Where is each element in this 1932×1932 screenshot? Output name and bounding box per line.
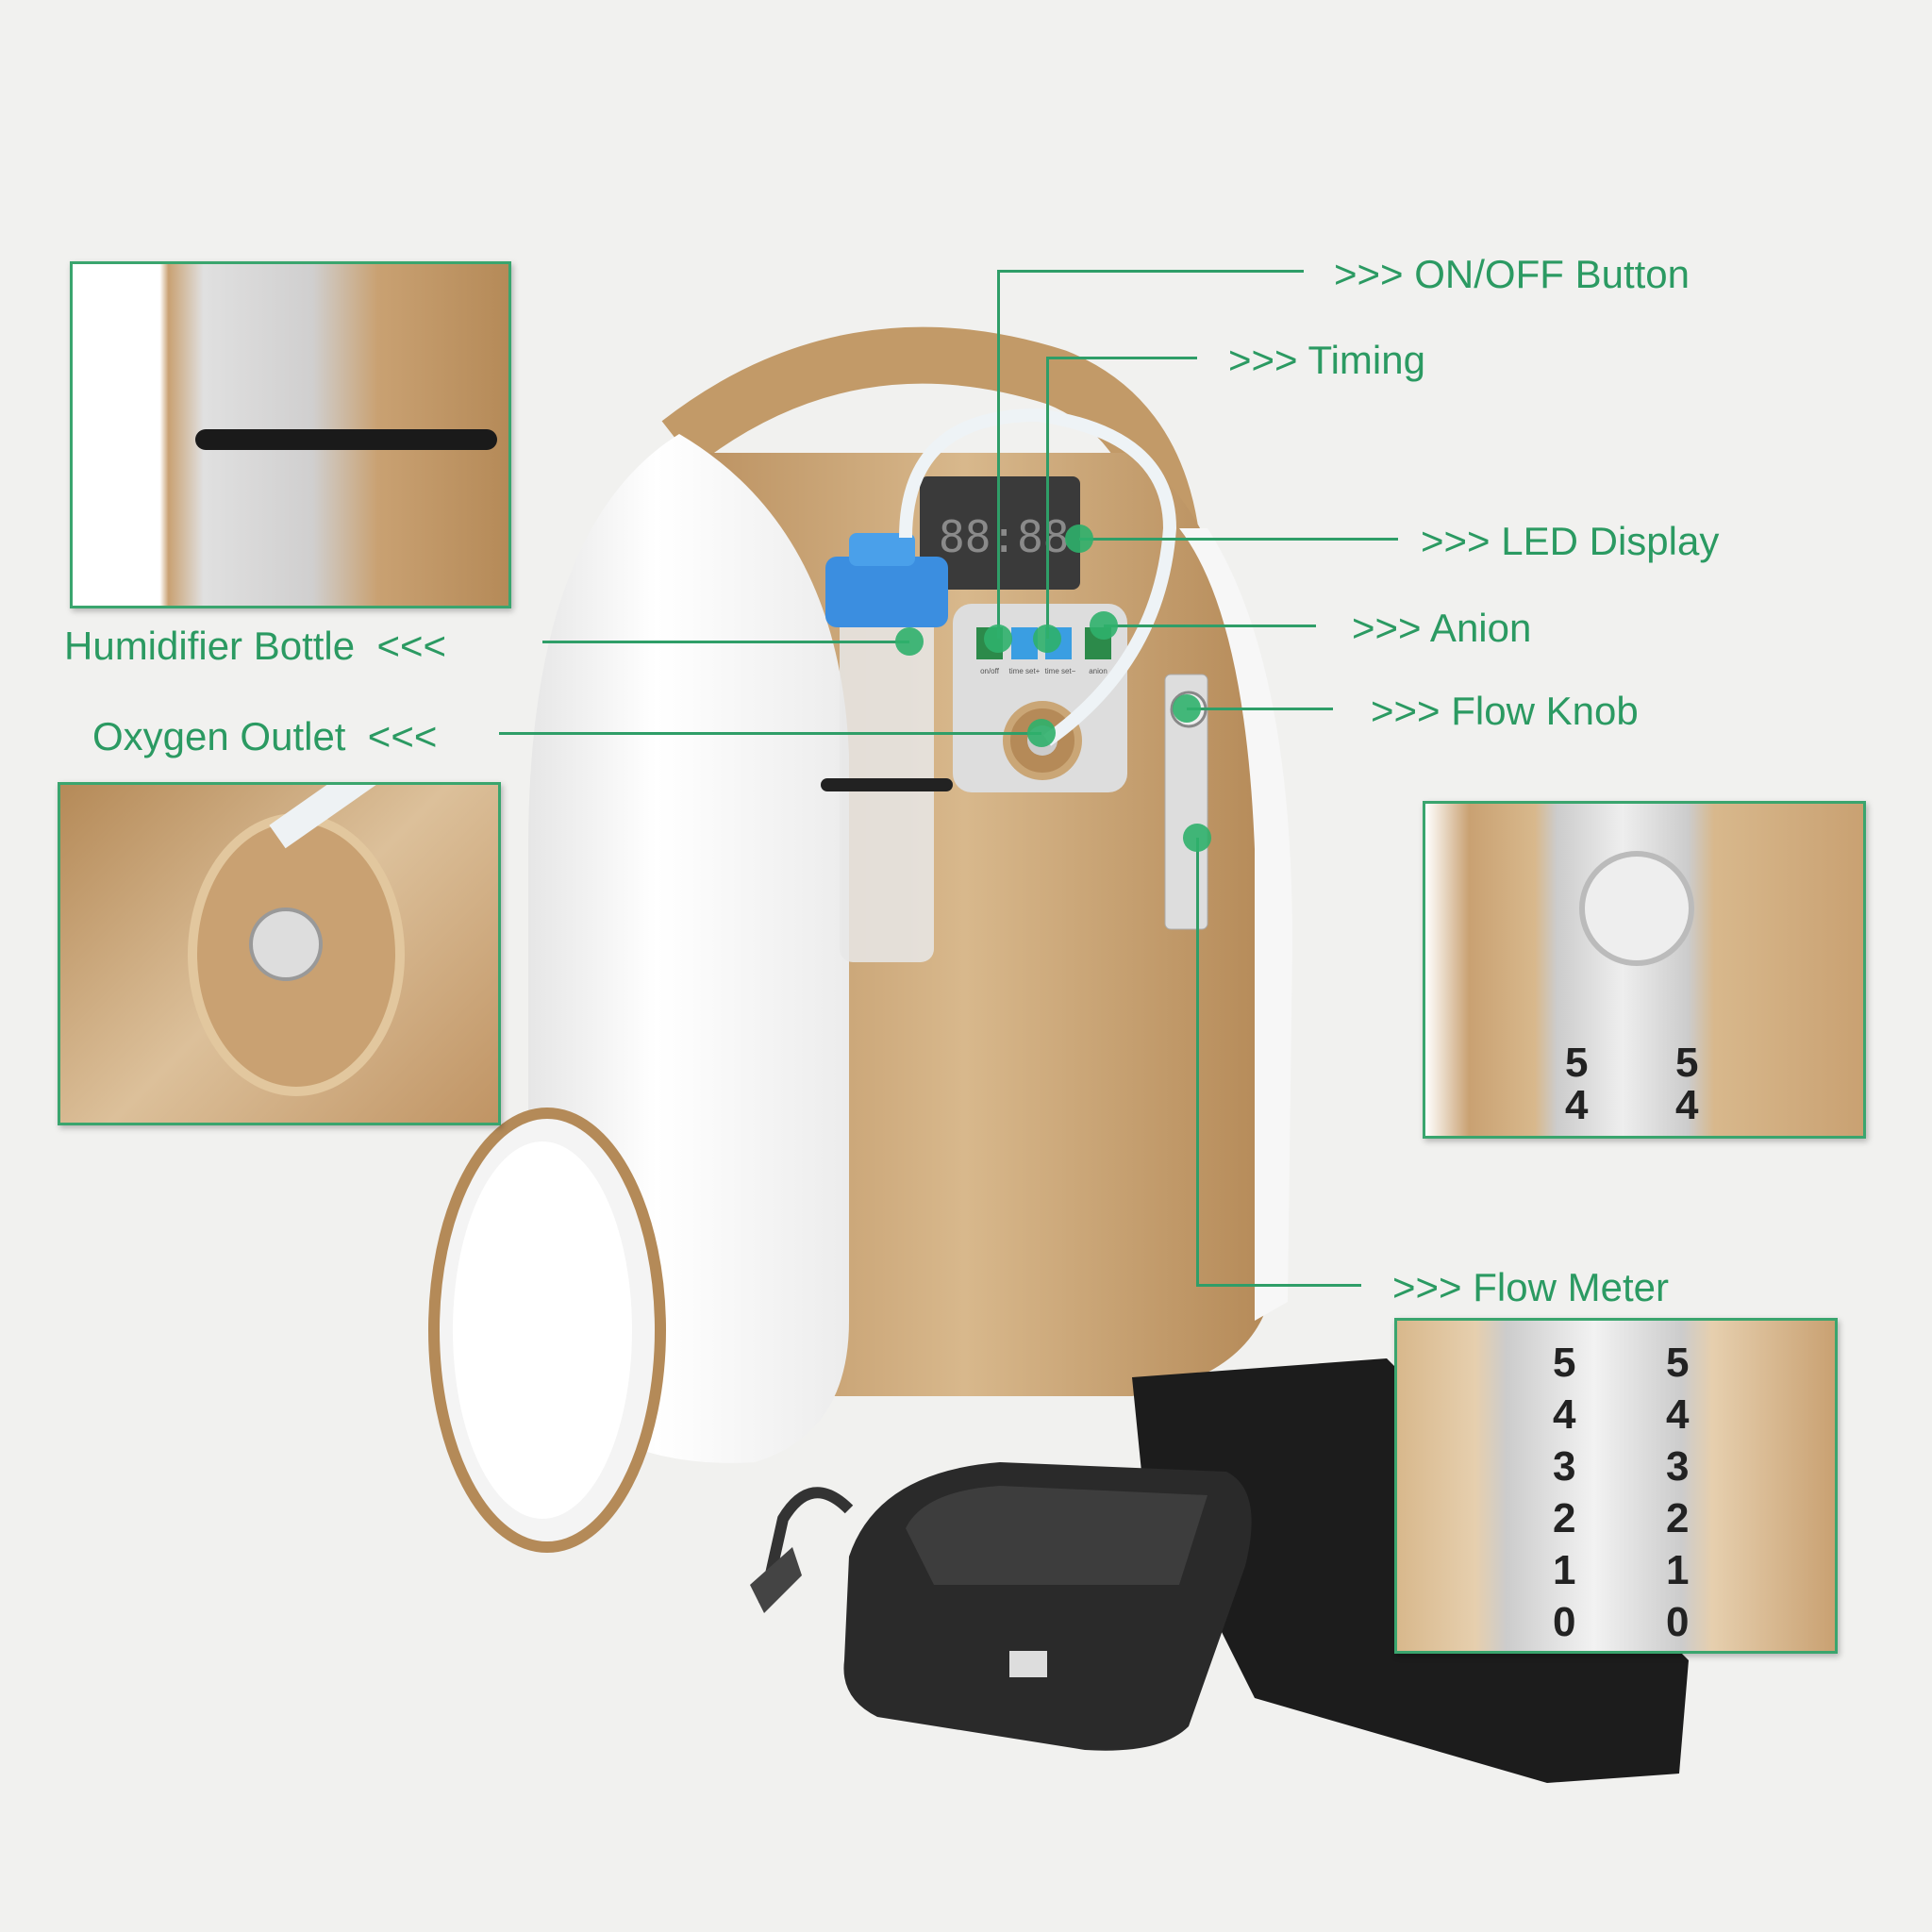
- outlet-nozzle: [249, 908, 323, 981]
- inset-oxygen-outlet-detail: [58, 782, 501, 1125]
- callout-dot-humidifier: [895, 627, 924, 656]
- callout-line-timing-vertical: [1046, 357, 1049, 639]
- callout-line-oxygen-outlet: [499, 732, 1041, 735]
- flow-scale-label: 4: [1553, 1391, 1576, 1438]
- flow-scale-label: 2: [1553, 1495, 1576, 1541]
- callout-dot-led: [1065, 525, 1093, 553]
- callout-dot-on-off: [984, 625, 1012, 653]
- flow-scale-label: 5: [1666, 1340, 1690, 1386]
- inset-flow-meter-detail: 5 5 4 4 3 3 2 2 1 1 0 0: [1394, 1318, 1838, 1654]
- label-on-off-button: >>> ON/OFF Button: [1334, 252, 1690, 296]
- inset-flow-knob-detail: 5 4 5 4: [1423, 801, 1866, 1139]
- car-plug: [750, 1547, 802, 1613]
- scale-label: 5: [1565, 1040, 1589, 1086]
- scale-label: 5: [1675, 1040, 1699, 1086]
- flow-scale-label: 0: [1553, 1599, 1576, 1645]
- flow-scale-label: 3: [1666, 1443, 1690, 1490]
- panel-label-anion: anion: [1089, 667, 1108, 675]
- bottle-strap: [195, 429, 497, 450]
- usb-port: [1009, 1651, 1047, 1677]
- flow-scale-label: 5: [1553, 1340, 1576, 1386]
- panel-label-time-set-minus: time set−: [1044, 667, 1076, 675]
- callout-dot-oxygen-outlet: [1027, 719, 1056, 747]
- callout-line-timing: [1047, 357, 1197, 359]
- callout-line-led: [1079, 538, 1398, 541]
- flow-scale-label: 3: [1553, 1443, 1576, 1490]
- led-digits: 88:88: [939, 511, 1069, 562]
- label-flow-knob: >>> Flow Knob: [1371, 689, 1639, 733]
- flow-knob-closeup: [1579, 851, 1694, 966]
- label-oxygen-outlet: Oxygen Outlet <<<: [92, 714, 438, 758]
- callout-dot-flow-knob: [1173, 694, 1201, 723]
- callout-line-on-off: [998, 270, 1304, 273]
- inset-humidifier-detail: [70, 261, 511, 608]
- callout-line-flow-knob: [1187, 708, 1333, 710]
- label-humidifier-bottle: Humidifier Bottle <<<: [64, 624, 447, 668]
- callout-line-flow-meter-vertical: [1196, 838, 1199, 1285]
- callout-line-flow-meter: [1196, 1284, 1361, 1287]
- callout-dot-timing: [1033, 625, 1061, 653]
- callout-line-anion: [1104, 625, 1316, 627]
- panel-label-time-set-plus: time set+: [1008, 667, 1041, 675]
- label-anion: >>> Anion: [1352, 606, 1532, 650]
- callout-line-on-off-vertical: [997, 270, 1000, 639]
- panel-label-on-off: on/off: [980, 667, 999, 675]
- humidifier-cap: [825, 557, 948, 627]
- callout-line-humidifier: [542, 641, 909, 643]
- label-timing: >>> Timing: [1228, 338, 1425, 382]
- flow-scale-label: 1: [1553, 1547, 1576, 1593]
- callout-dot-anion: [1090, 611, 1118, 640]
- label-led-display: >>> LED Display: [1421, 519, 1720, 563]
- flow-scale-label: 2: [1666, 1495, 1690, 1541]
- led-screen: [920, 476, 1080, 590]
- callout-dot-flow-meter: [1183, 824, 1211, 852]
- scale-label: 4: [1675, 1082, 1699, 1128]
- flow-scale-label: 1: [1666, 1547, 1690, 1593]
- flow-scale-label: 4: [1666, 1391, 1690, 1438]
- scale-label: 4: [1565, 1082, 1589, 1128]
- flow-scale-label: 0: [1666, 1599, 1690, 1645]
- label-flow-meter: >>> Flow Meter: [1392, 1265, 1669, 1309]
